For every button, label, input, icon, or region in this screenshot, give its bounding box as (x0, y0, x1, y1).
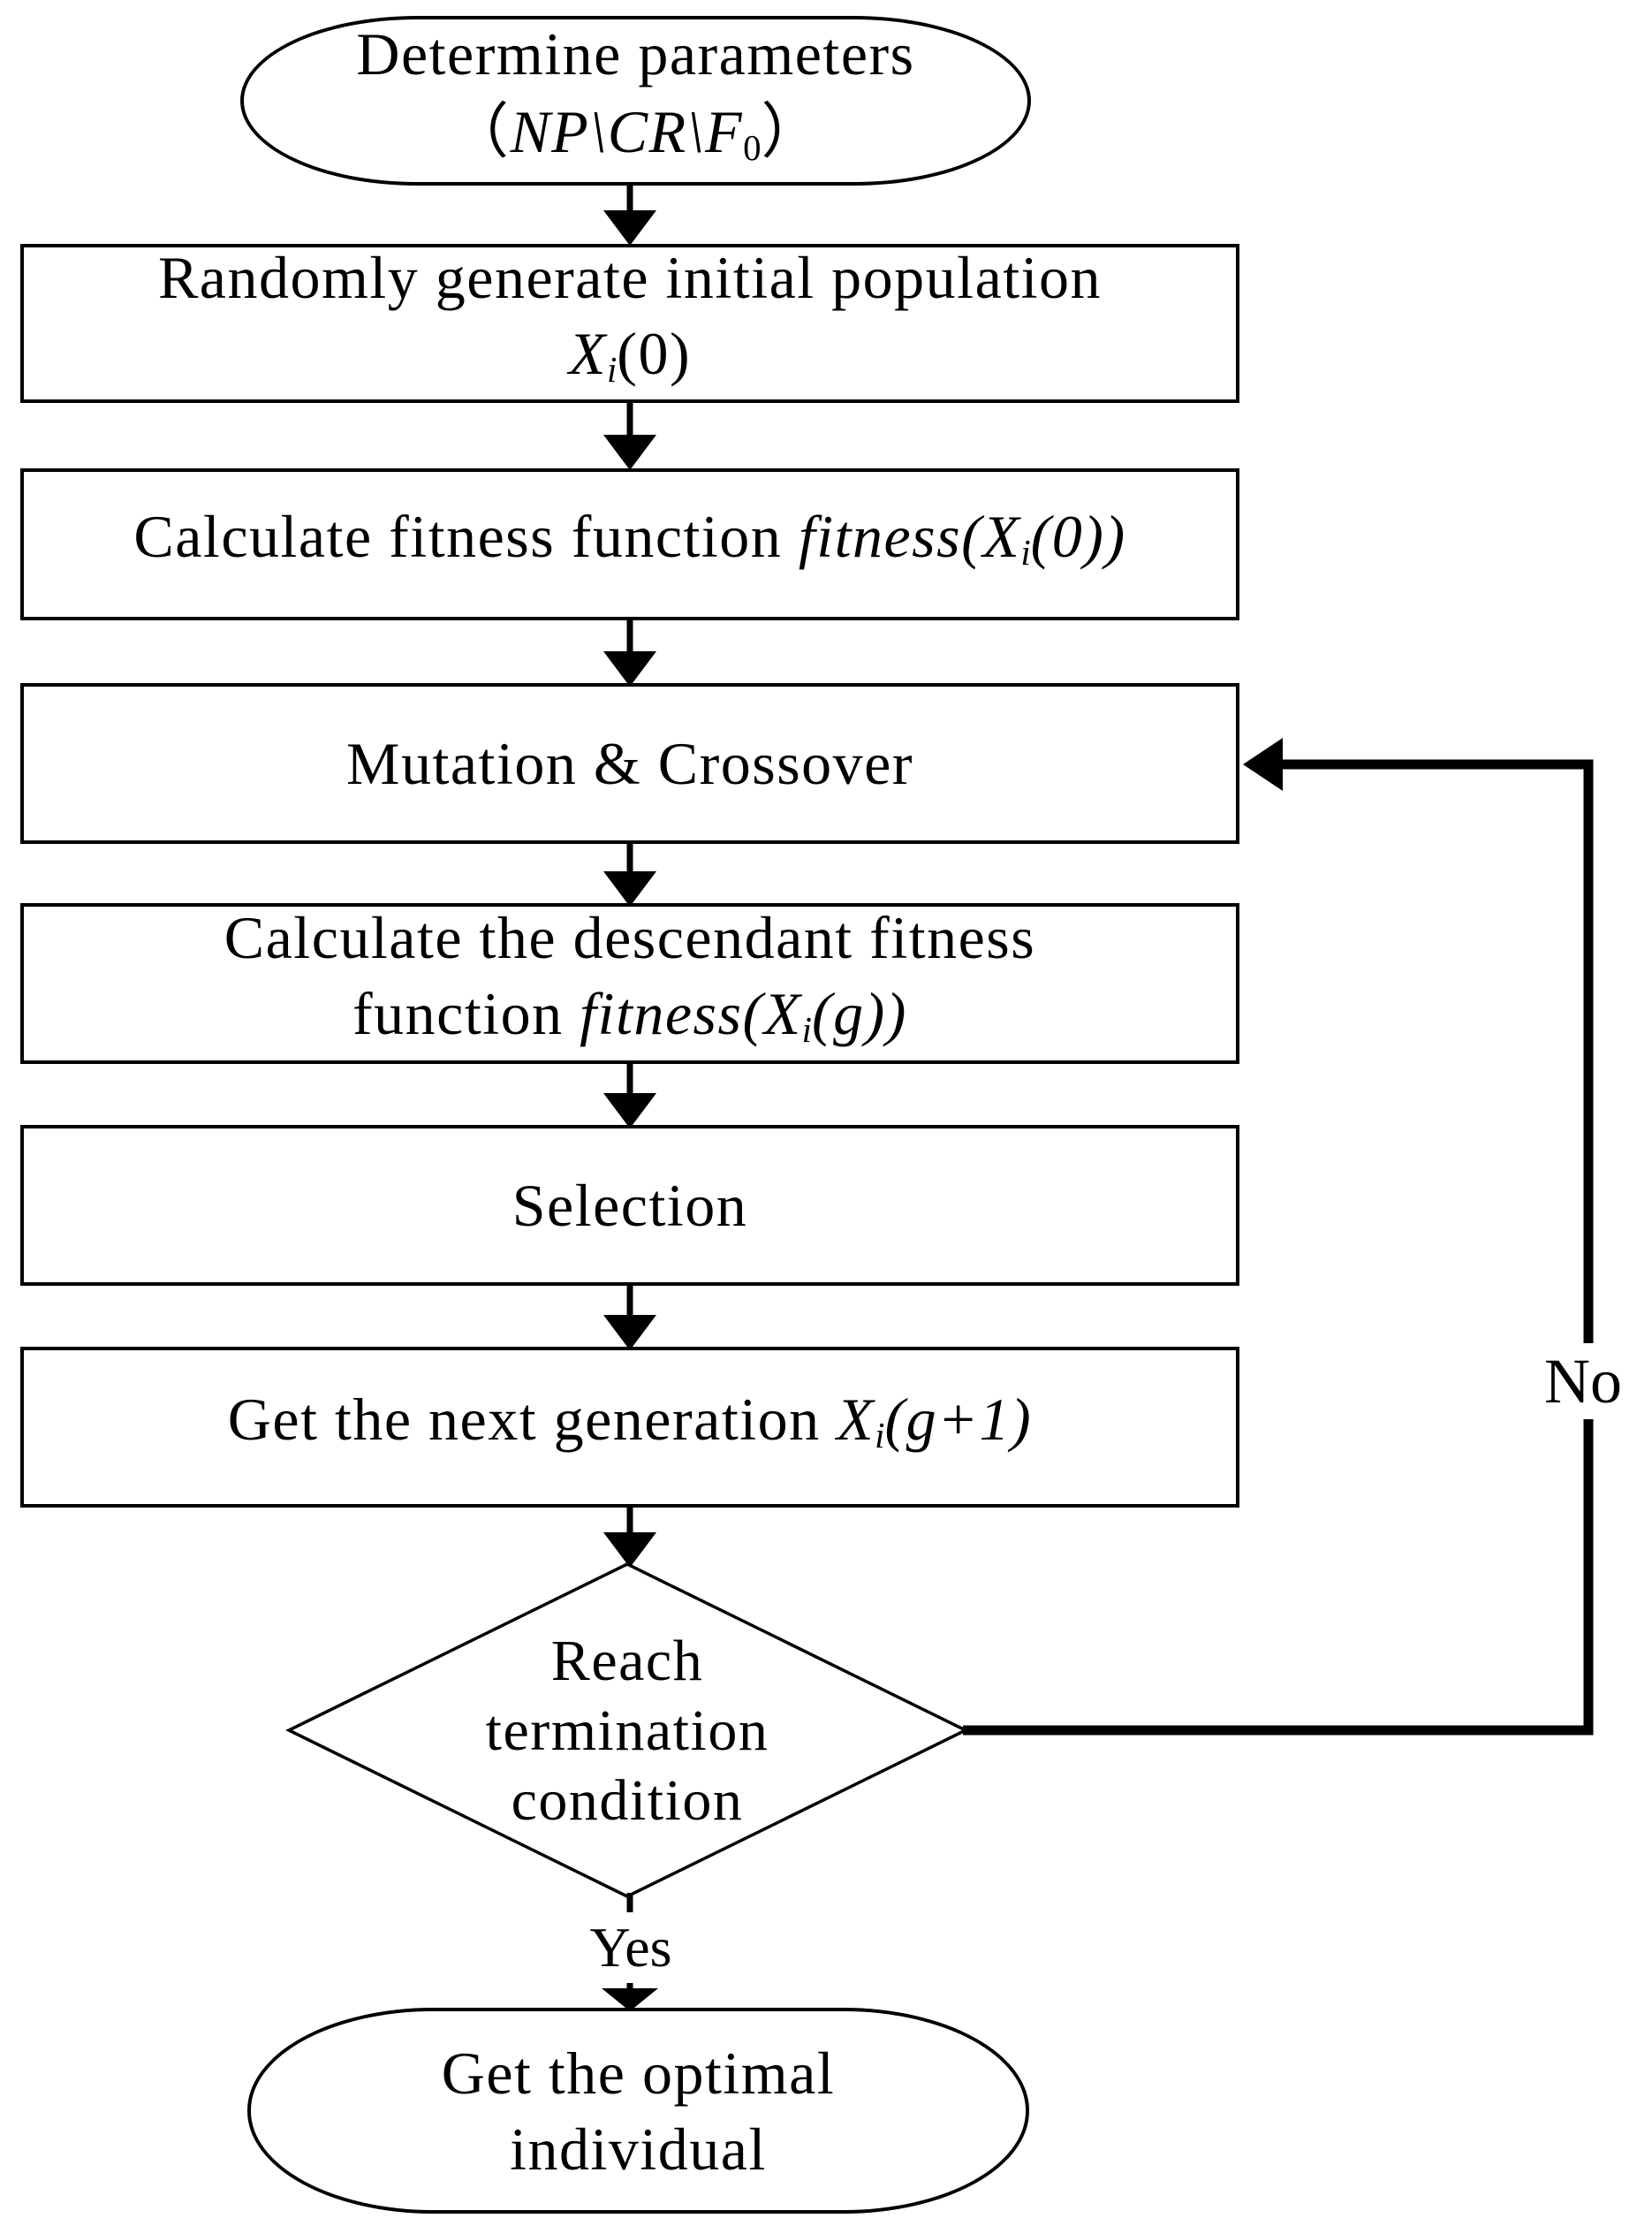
arrow-generate-to-fitness-head (603, 435, 656, 470)
node-calc-fitness-initial: Calculate fitness function fitness(Xi(0)… (20, 468, 1239, 620)
edge-label-no: No (1518, 1343, 1648, 1419)
arrow-mutation-to-descendant-head (603, 871, 656, 907)
node-selection: Selection (20, 1125, 1239, 1286)
node-next-generation: Get the next generation Xi(g+1) (20, 1347, 1239, 1508)
feedback-no-line (963, 759, 1594, 1736)
node-mutation-crossover: Mutation & Crossover (20, 683, 1239, 844)
feedback-no-arrowhead (1243, 738, 1283, 791)
edge-label-yes: Yes (557, 1912, 705, 1983)
arrow-descendant-to-selection-head (603, 1093, 656, 1128)
arrow-start-to-generate-head (603, 210, 656, 246)
arrow-nextgen-to-decision-head (603, 1532, 656, 1568)
arrow-fitness-to-mutation-head (603, 651, 656, 687)
decision-diamond (285, 1562, 969, 1898)
node-start-terminator: Determine parameters（NP\CR\F0） (240, 16, 1031, 186)
arrow-selection-to-nextgen-head (603, 1315, 656, 1350)
arrow-yes-head (602, 1988, 658, 2011)
